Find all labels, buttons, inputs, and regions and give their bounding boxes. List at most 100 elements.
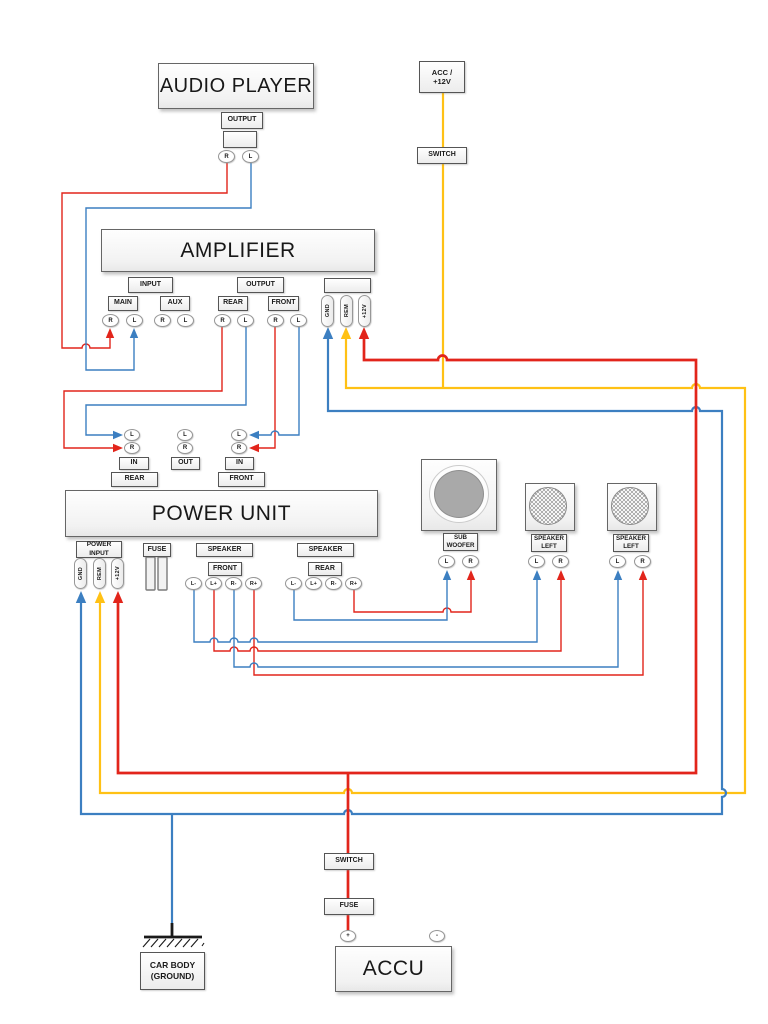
pu-rear-in-terminal-l: L <box>124 429 140 441</box>
wire-gnd-loop <box>79 338 728 816</box>
pu-rear-terminal-rminus: R- <box>325 577 342 590</box>
amp-rem-terminal: REM <box>340 295 353 327</box>
amp-aux-terminal-r: R <box>154 314 171 327</box>
amp-main-terminal-r: R <box>102 314 119 327</box>
pu-front-in-terminal-l: L <box>231 429 247 441</box>
accu-minus-terminal: - <box>429 930 445 942</box>
wire-audio-l-to-amp-main-l <box>85 163 252 371</box>
pu-power-input-label: POWER INPUT <box>76 541 122 558</box>
car-body-ground-box: CAR BODY(GROUND) <box>140 952 205 990</box>
acc-12v-box: ACC / +12V <box>419 61 465 93</box>
pu-front-terminal-lminus: L- <box>185 577 202 590</box>
audio-terminal-l: L <box>242 150 259 163</box>
amplifier-box: AMPLIFIER <box>101 229 375 272</box>
audio-output-label: OUTPUT <box>221 112 263 129</box>
wire-amp-front-r-to-powerunit <box>258 327 276 449</box>
wire-amp-rear-l-to-powerunit <box>85 327 247 436</box>
red-power-wires <box>116 338 698 931</box>
pu-out-terminal-l: L <box>177 429 193 441</box>
amp-front-terminal-l: L <box>290 314 307 327</box>
red-signal-arrowheads <box>105 328 648 580</box>
amp-power-connector-box <box>324 278 371 293</box>
pu-speaker-rear-label: SPEAKER <box>297 543 354 557</box>
speaker2-mesh <box>611 487 649 525</box>
pu-out-label: OUT <box>171 457 200 470</box>
speaker2-terminal-l: L <box>609 555 626 568</box>
pu-rear-terminal-lminus: L- <box>285 577 302 590</box>
pu-speaker-rear-group-label: REAR <box>308 562 342 576</box>
amp-aux-label: AUX <box>160 296 190 311</box>
pu-fuse-label: FUSE <box>143 543 171 557</box>
accu-plus-terminal: + <box>340 930 356 942</box>
wire-audio-r-to-amp-main-r <box>61 163 228 349</box>
amp-aux-terminal-l: L <box>177 314 194 327</box>
wire-rem-loop <box>98 338 747 795</box>
blue-signal-arrowheads <box>113 328 623 580</box>
pu-front-terminal-rplus: R+ <box>245 577 262 590</box>
power-unit-box: POWER UNIT <box>65 490 378 537</box>
accu-box: ACCU <box>335 946 452 992</box>
accu-title: ACCU <box>362 957 425 980</box>
blue-signal-wires <box>85 163 619 668</box>
amp-rear-terminal-r: R <box>214 314 231 327</box>
amp-input-label: INPUT <box>128 277 173 293</box>
subwoofer-cone <box>434 470 484 518</box>
speaker1-mesh <box>529 487 567 525</box>
wire-amp-rear-r-to-powerunit <box>63 327 223 449</box>
fuse-element-2 <box>157 556 168 591</box>
red-signal-wires <box>61 163 644 676</box>
wire-rear-lminus-to-sub-l <box>293 573 448 621</box>
pu-rear-terminal-rplus: R+ <box>345 577 362 590</box>
pu-12v-terminal: +12V <box>111 558 124 589</box>
wire-front-lplus-to-speaker1-r <box>213 573 562 652</box>
pu-out-terminal-r: R <box>177 442 193 454</box>
pu-rear-in-label: IN <box>119 457 149 470</box>
pu-speaker-front-label: SPEAKER <box>196 543 253 557</box>
amp-12v-terminal: +12V <box>358 295 371 327</box>
pu-rem-terminal: REM <box>93 558 106 589</box>
amp-rear-terminal-l: L <box>237 314 254 327</box>
wire-amp-front-l-to-powerunit <box>258 327 300 436</box>
ground-symbol <box>142 923 205 948</box>
amplifier-title: AMPLIFIER <box>180 238 296 262</box>
subwoofer-terminal-l: L <box>438 555 455 568</box>
pu-gnd-terminal: GND <box>74 558 87 589</box>
audio-player-title: AUDIO PLAYER <box>159 74 313 97</box>
fuse-element-1 <box>145 556 156 591</box>
battery-switch-label: SWITCH <box>324 853 374 870</box>
power-unit-title: POWER UNIT <box>151 501 292 525</box>
amp-front-label: FRONT <box>268 296 299 311</box>
pu-rear-in-terminal-r: R <box>124 442 140 454</box>
amp-gnd-terminal: GND <box>321 295 334 327</box>
pu-front-terminal-lplus: L+ <box>205 577 222 590</box>
speaker1-terminal-l: L <box>528 555 545 568</box>
subwoofer-terminal-r: R <box>462 555 479 568</box>
pu-front-group-label: FRONT <box>218 472 265 487</box>
wire-front-rplus-to-speaker2-r <box>253 573 644 676</box>
audio-output-connector <box>223 131 257 148</box>
audio-player-box: AUDIO PLAYER <box>158 63 314 109</box>
amp-main-terminal-l: L <box>126 314 143 327</box>
pu-front-in-label: IN <box>225 457 254 470</box>
fuse-elements <box>145 556 168 591</box>
amp-main-label: MAIN <box>108 296 138 311</box>
blue-ground-arrowheads <box>75 327 334 603</box>
pu-front-terminal-rminus: R- <box>225 577 242 590</box>
pu-rear-terminal-lplus: L+ <box>305 577 322 590</box>
amp-front-terminal-r: R <box>267 314 284 327</box>
blue-ground-wires <box>79 338 728 924</box>
speaker1-terminal-r: R <box>552 555 569 568</box>
acc-switch-label: SWITCH <box>417 147 467 164</box>
red-power-arrowheads <box>112 327 370 603</box>
speaker2-terminal-r: R <box>634 555 651 568</box>
battery-fuse-label: FUSE <box>324 898 374 915</box>
amp-output-label: OUTPUT <box>237 277 284 293</box>
yellow-arrowheads <box>94 327 352 603</box>
pu-rear-group-label: REAR <box>111 472 158 487</box>
wire-12v-loop <box>116 338 698 775</box>
